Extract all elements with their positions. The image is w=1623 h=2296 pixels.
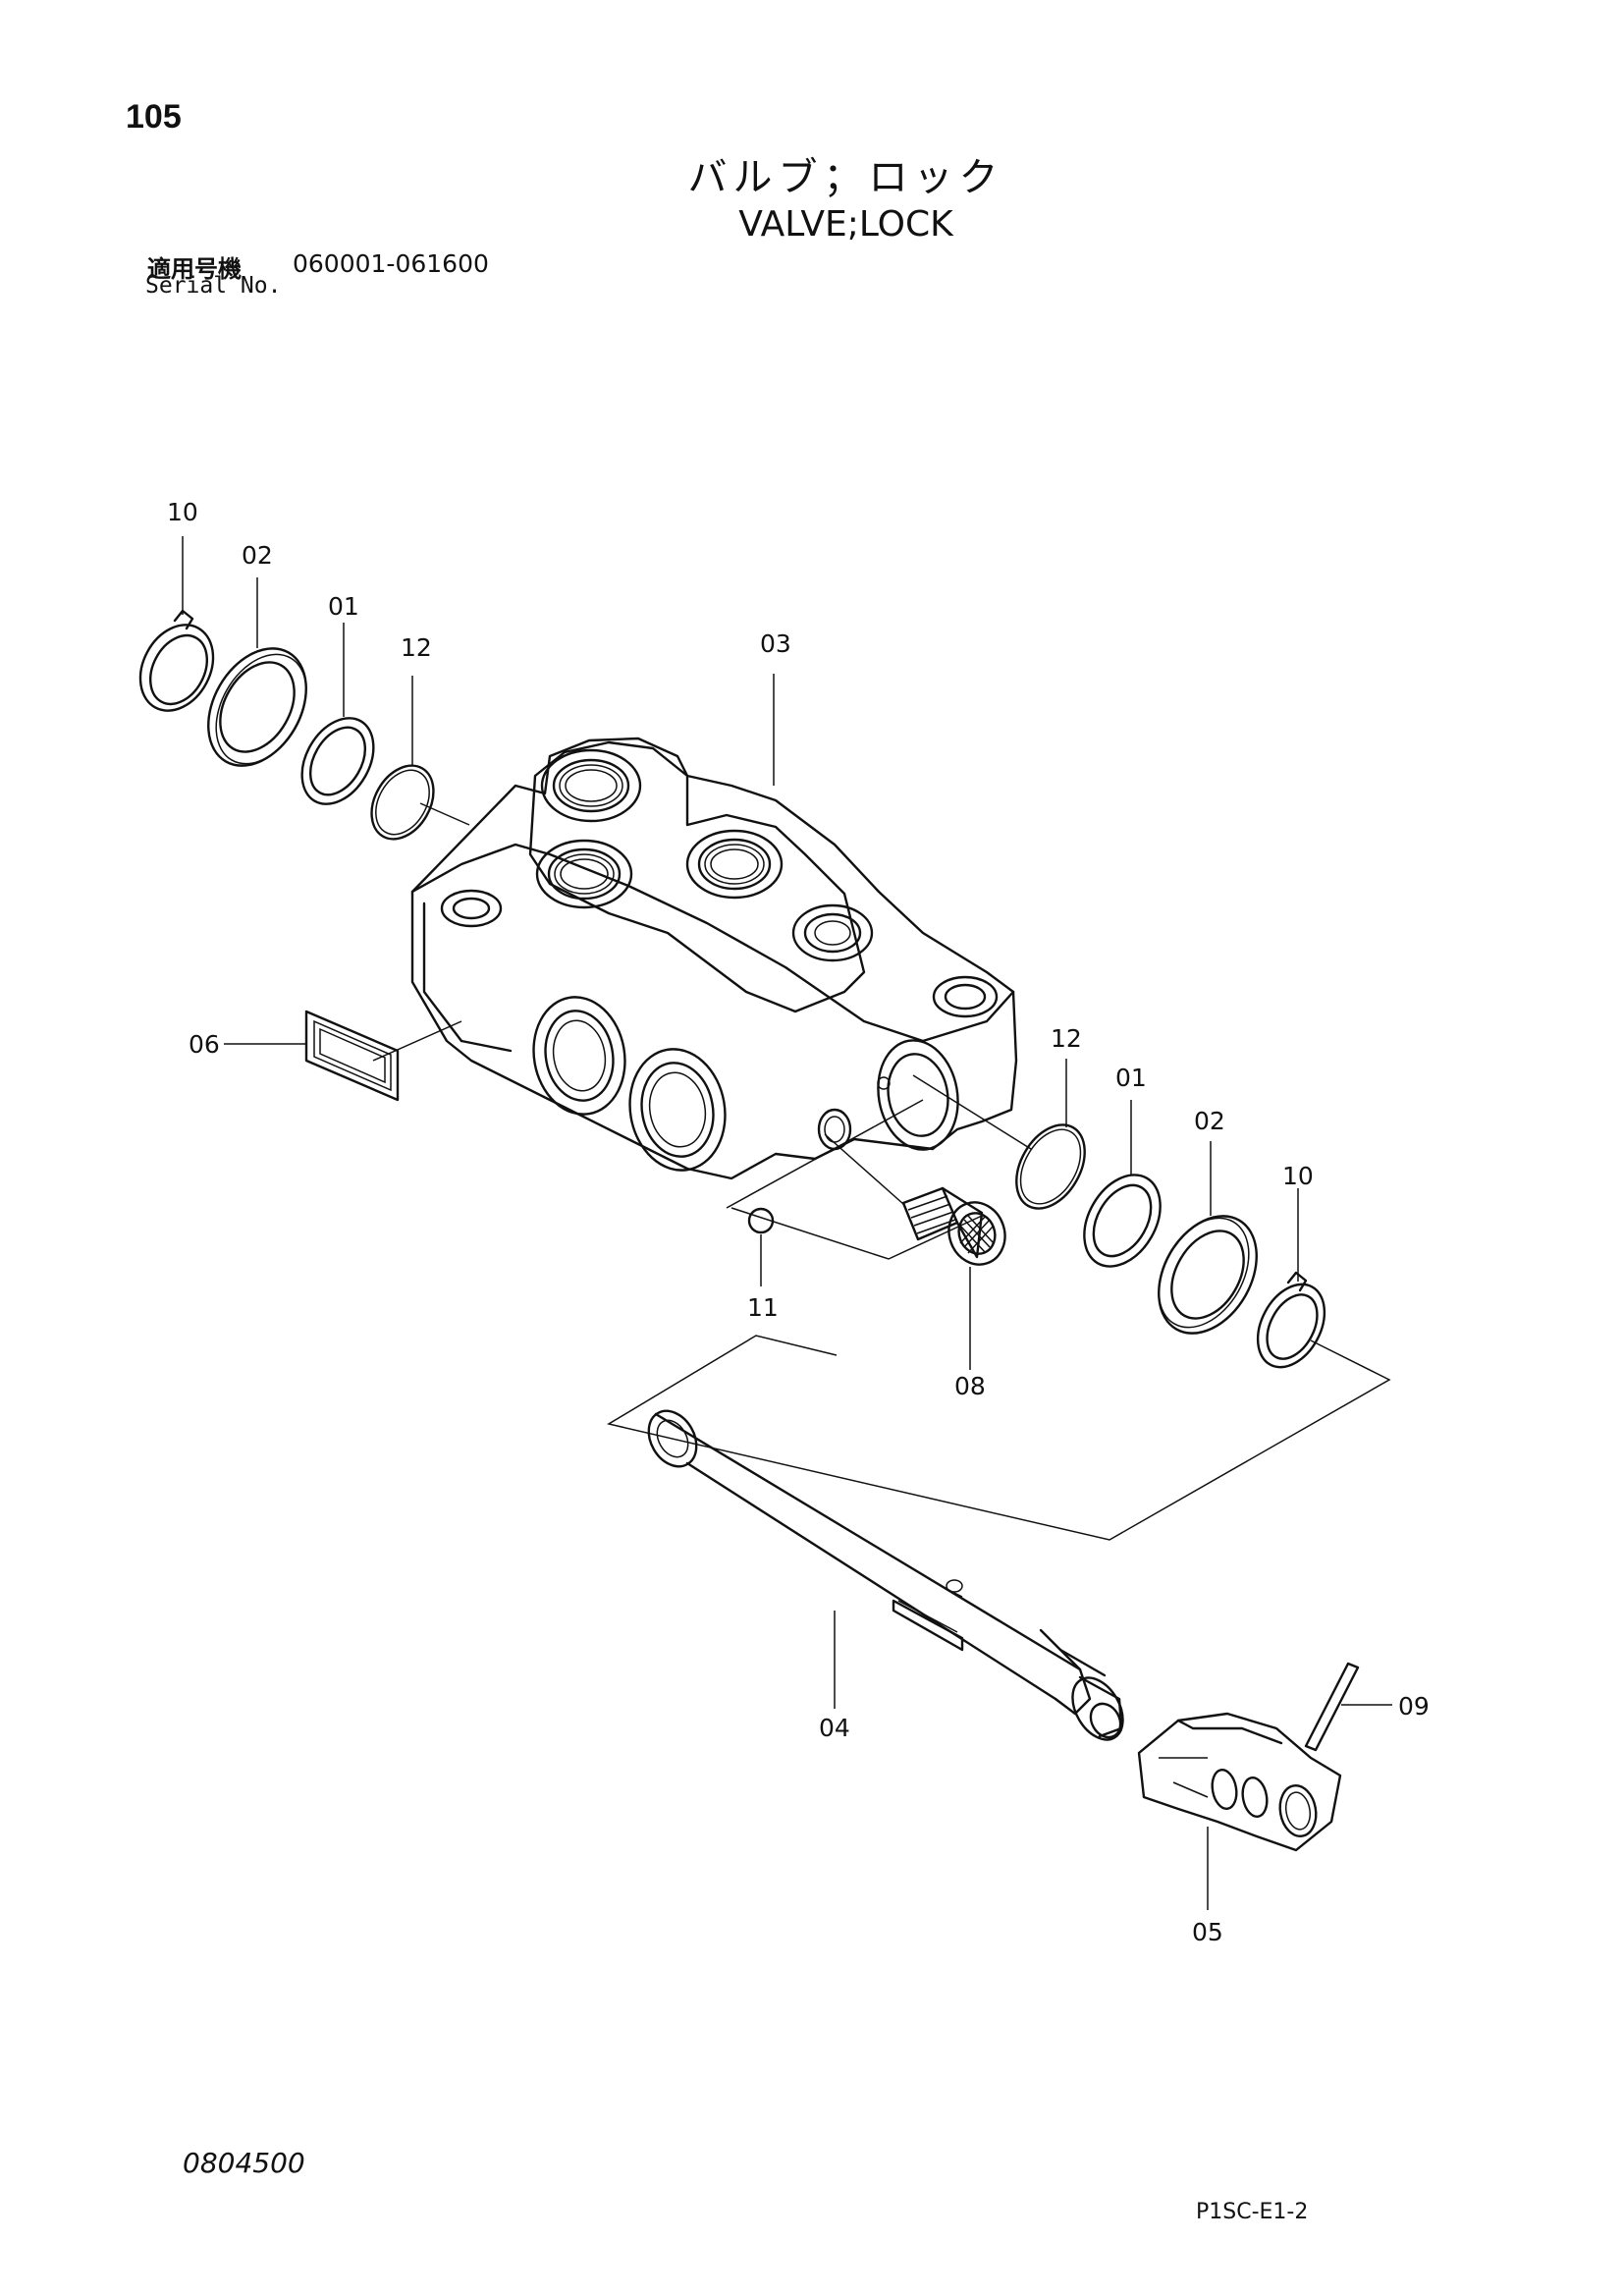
callout-04: 04	[819, 1714, 850, 1742]
sheet-code: P1SC-E1-2	[1196, 2200, 1309, 2224]
snap-ring-10-right	[1256, 1271, 1326, 1369]
callout-10-right: 10	[1282, 1162, 1314, 1190]
serial-label-japanese: 適用号機	[147, 255, 242, 283]
pin-09	[1304, 1662, 1360, 1752]
callout-01-left: 01	[328, 592, 359, 621]
callout-05: 05	[1192, 1918, 1223, 1946]
document-code: 0804500	[183, 2147, 305, 2179]
valve-body-03	[410, 737, 1018, 1180]
callout-12-left: 12	[401, 633, 432, 662]
serial-range: 060001-061600	[293, 249, 489, 278]
page-number: 105	[126, 98, 182, 136]
lever-05	[1137, 1712, 1342, 1852]
o-ring-12-left	[370, 764, 435, 841]
plug-screw-08	[901, 1186, 1006, 1266]
callout-08: 08	[954, 1372, 986, 1400]
callout-09: 09	[1398, 1692, 1430, 1721]
spool-04	[647, 1409, 1124, 1741]
assembly-guide-lines	[372, 802, 1391, 1541]
snap-ring-10-left	[138, 609, 215, 712]
callout-03: 03	[760, 629, 791, 658]
title-english: VALVE;LOCK	[738, 204, 953, 245]
o-ring-12-right	[1015, 1123, 1086, 1210]
callout-12-right: 12	[1051, 1024, 1082, 1053]
leader-lines	[182, 536, 1392, 1910]
callout-06: 06	[189, 1030, 220, 1059]
washer-02-left	[207, 647, 307, 767]
callout-01-right: 01	[1115, 1064, 1147, 1092]
ring-01-right	[1083, 1174, 1162, 1268]
callout-11: 11	[747, 1293, 779, 1322]
serial-label-english: Serial No.	[145, 273, 282, 299]
callout-02-right: 02	[1194, 1107, 1225, 1135]
callout-02-left: 02	[242, 541, 273, 570]
ring-01-left	[300, 717, 375, 805]
title-japanese: バルブ；ロック	[687, 155, 1004, 200]
washer-02-right	[1158, 1215, 1258, 1335]
callout-10-left: 10	[167, 498, 198, 526]
